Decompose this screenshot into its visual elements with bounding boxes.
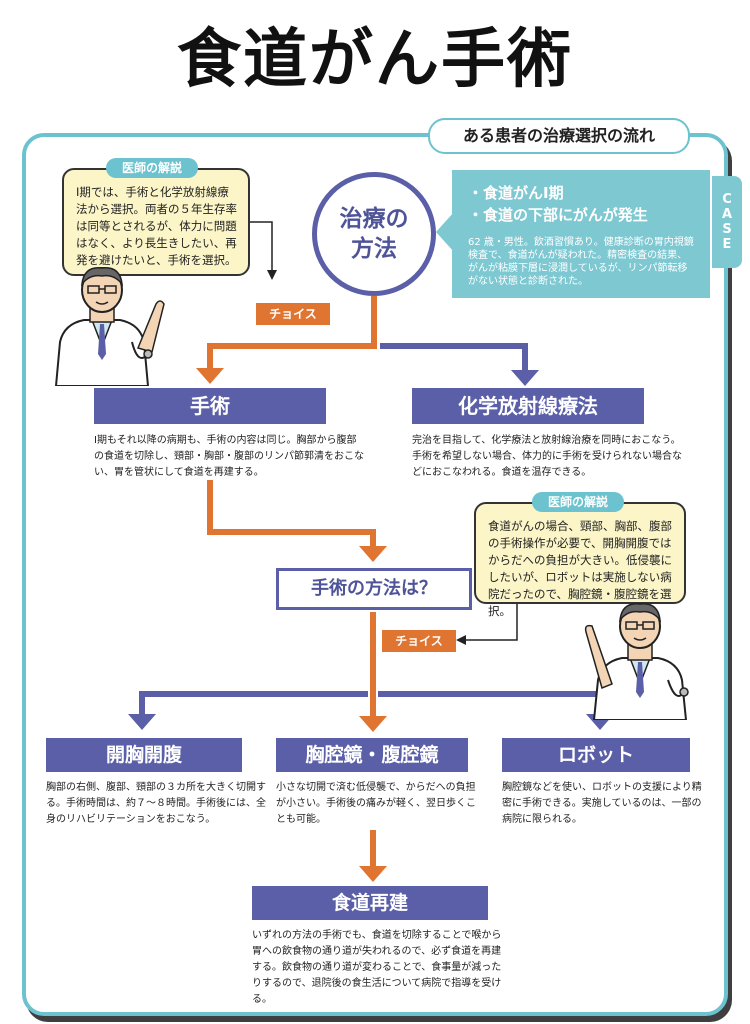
arrowhead-open xyxy=(128,714,156,730)
endoscopic-description: 小さな切開で済む低侵襲で、からだへの負担が小さい。手術後の痛みが軽く、翌日歩くこ… xyxy=(276,782,476,825)
choice-tag: チョイス xyxy=(256,303,330,325)
case-tab-letter: E xyxy=(722,237,732,252)
case-box-notch xyxy=(436,212,454,252)
doctor1-pointer-head xyxy=(267,270,277,280)
surgery-description: Ⅰ期もそれ以降の病期も、手術の内容は同じ。胸部から腹部の食道を切除し、頸部・胸部… xyxy=(94,435,364,478)
doctor2-illustration xyxy=(584,603,689,720)
case-point: ・食道の下部にがんが発生 xyxy=(468,206,648,224)
doctor1-illustration xyxy=(54,267,165,386)
reconstruction-box: 食道再建 xyxy=(252,886,488,920)
branch-to-open xyxy=(139,691,368,718)
arrowhead-chemo xyxy=(511,370,539,386)
chemoradiation-description: 完治を目指して、化学療法と放射線治療を同時におこなう。手術を希望しない場合、体力… xyxy=(412,435,682,478)
chemoradiation-box: 化学放射線療法 xyxy=(412,388,644,424)
branch-to-robot xyxy=(378,691,603,718)
doctor2-text: 食道がんの場合、頸部、胸部、腹部の手術操作が必要で、開胸開腹ではからだへの負担が… xyxy=(488,519,672,618)
treatment-method-line1: 治療の xyxy=(339,206,409,232)
case-box: ・食道がんⅠ期 ・食道の下部にがんが発生 62 歳・男性。飲酒習慣あり。健康診断… xyxy=(452,170,710,298)
arrowhead-endoscopic xyxy=(359,716,387,732)
doctor1-bubble: Ⅰ期では、手術と化学放射線療法から選択。両者の５年生存率は同等とされるが、体力に… xyxy=(62,168,250,276)
treatment-method-line2: 方法 xyxy=(351,236,397,262)
choice-tag: チョイス xyxy=(382,630,456,652)
case-point: ・食道がんⅠ期 xyxy=(468,184,564,202)
branch-to-chemo xyxy=(380,343,528,374)
doctor2-pointer xyxy=(464,604,518,641)
doctor2-bubble: 食道がんの場合、頸部、胸部、腹部の手術操作が必要で、開胸開腹ではからだへの負担が… xyxy=(474,502,686,618)
case-tab: C A S E xyxy=(712,176,742,268)
treatment-method-circle: 治療の 方法 xyxy=(312,172,436,296)
arrowhead-method xyxy=(359,546,387,562)
case-tab-letter: C xyxy=(722,192,732,207)
surgery-to-method xyxy=(207,480,376,550)
trunk-to-surgery xyxy=(207,296,377,372)
doctor1-label: 医師の解説 xyxy=(106,158,198,178)
panel-header: ある患者の治療選択の流れ xyxy=(428,118,690,154)
case-description: 62 歳・男性。飲酒習慣あり。健康診断の胃内視鏡検査で、食道がんが疑われた。精密… xyxy=(468,237,694,287)
robot-description: 胸腔鏡などを使い、ロボットの支援により精密に手術できる。実施しているのは、一部の… xyxy=(502,782,702,825)
case-tab-letter: A xyxy=(721,207,733,222)
doctor2-pointer-head xyxy=(456,635,466,645)
doctor1-text: Ⅰ期では、手術と化学放射線療法から選択。両者の５年生存率は同等とされるが、体力に… xyxy=(76,185,237,267)
robot-box: ロボット xyxy=(502,738,690,772)
arrowhead-reconstruction xyxy=(359,866,387,882)
open-surgery-description: 胸部の右側、腹部、頸部の３カ所を大きく切開する。手術時間は、約７～８時間。手術後… xyxy=(46,782,266,825)
case-tab-letter: S xyxy=(722,222,732,237)
reconstruction-description: いずれの方法の手術でも、食道を切除することで喉から胃への飲食物の通り道が失われる… xyxy=(252,930,502,1005)
method-question-box: 手術の方法は？ xyxy=(276,568,472,610)
doctor1-pointer xyxy=(250,221,273,272)
doctor2-label: 医師の解説 xyxy=(532,492,624,512)
arrowhead-surgery xyxy=(196,368,224,384)
open-surgery-box: 開胸開腹 xyxy=(46,738,242,772)
surgery-box: 手術 xyxy=(94,388,326,424)
page-title: 食道がん手術 xyxy=(177,23,573,97)
endoscopic-box: 胸腔鏡・腹腔鏡 xyxy=(276,738,468,772)
